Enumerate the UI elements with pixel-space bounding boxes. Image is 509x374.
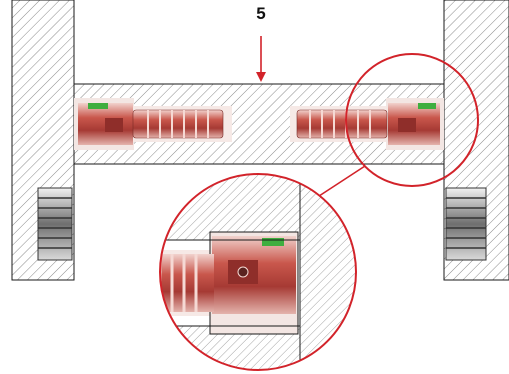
right-sleeve [445,187,487,261]
highlight-circle [345,53,479,187]
left-connector [74,98,232,150]
left-sleeve [37,187,73,261]
down-arrow-icon [256,36,266,82]
indicator-green-icon [418,103,436,109]
callout-number-label: 5 [256,4,266,23]
indicator-green-icon [88,103,108,109]
leader-line [315,165,366,199]
magnifier-circle-icon [159,173,357,371]
right-connector [290,98,444,150]
